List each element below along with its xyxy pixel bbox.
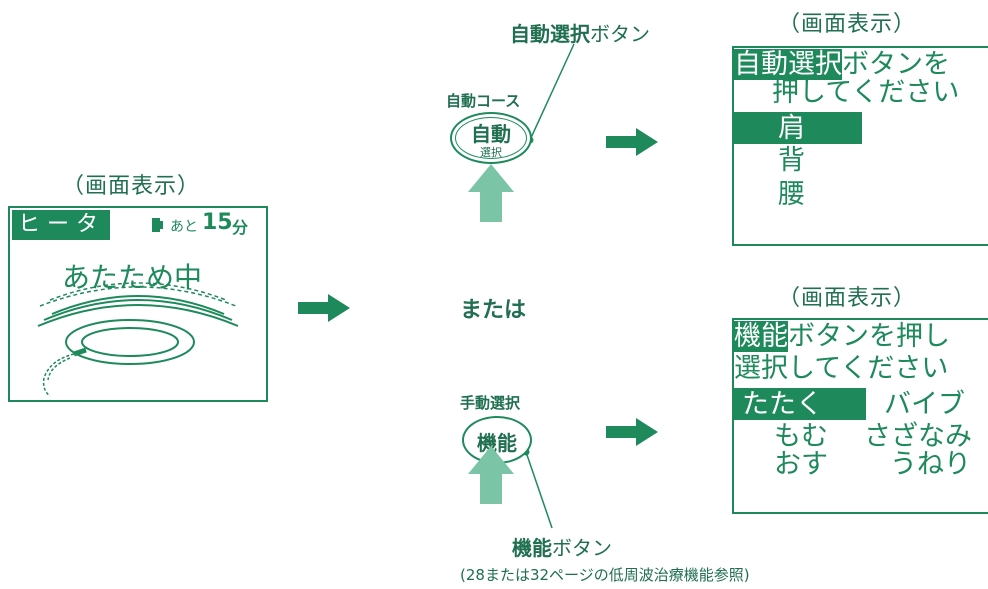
- auto-select-button-rim: [455, 117, 527, 159]
- manual-item-sazanami: さざなみ: [864, 421, 972, 452]
- heater-mode-label: ヒ ー タ: [12, 210, 110, 240]
- auto-lcd-screen: 自動選択ボタンを 押してください 肩 背 腰: [732, 46, 988, 246]
- arrow-right-1-head: [328, 294, 350, 322]
- arrow-right-auto: [606, 136, 636, 148]
- manual-lcd-screen: 機能ボタンを押し 選択してください たたく バイブ もむ さざなみ おす うねり: [732, 318, 988, 514]
- manual-select-title: 手動選択: [460, 394, 521, 412]
- manual-item-uneri: うねり: [890, 449, 971, 480]
- manual-item-tataku: たたく: [742, 389, 823, 420]
- manual-item-vibe: バイブ: [884, 389, 965, 420]
- auto-annotation-rest: ボタン: [590, 22, 650, 46]
- function-annotation-rest: ボタン: [552, 536, 612, 560]
- manual-screen-line1-rest: ボタンを押し: [788, 321, 950, 352]
- auto-item-waist: 腰: [778, 179, 805, 210]
- manual-item-tataku-bar: [734, 388, 866, 420]
- manual-screen-line1: 機能ボタンを押し: [734, 321, 950, 352]
- function-button-annotation: 機能ボタン: [512, 532, 612, 561]
- function-annotation-bold: 機能: [512, 536, 552, 560]
- auto-screen-line2: 押してください: [772, 77, 960, 108]
- manual-item-osu: おす: [774, 449, 828, 480]
- auto-course-label: 自動コース: [446, 92, 521, 110]
- auto-screen-line1: 自動選択ボタンを: [734, 49, 950, 80]
- press-arrow-manual-stem: [480, 474, 502, 504]
- arrow-right-1: [298, 302, 328, 314]
- manual-screen-highlight: 機能: [734, 321, 788, 352]
- auto-screen-highlight: 自動選択: [734, 49, 842, 80]
- reference-note: (28または32ページの低周波治療機能参照): [460, 566, 750, 584]
- press-arrow-auto: [468, 164, 514, 192]
- left-lcd-screen: ヒ ー タ あと 15 分 あたため中: [8, 206, 268, 402]
- time-value: 15: [202, 210, 233, 235]
- time-prefix: あと: [170, 219, 198, 235]
- auto-annotation-bold: 自動選択: [510, 22, 590, 46]
- auto-item-shoulder-bar: [734, 112, 862, 144]
- auto-select-annotation: 自動選択ボタン: [510, 18, 650, 47]
- battery-tip: [160, 221, 163, 229]
- manual-screen-caption: （画面表示）: [778, 286, 917, 311]
- press-arrow-manual: [468, 446, 514, 474]
- auto-select-button[interactable]: 自動 選択: [450, 112, 532, 164]
- heating-pad-illustration: [37, 282, 239, 397]
- or-label: または: [460, 298, 527, 323]
- arrow-right-manual-head: [636, 418, 658, 446]
- left-screen-caption: （画面表示）: [62, 174, 201, 199]
- auto-select-button-main: 自動: [471, 122, 511, 146]
- arrow-right-auto-head: [636, 128, 658, 156]
- manual-item-momu: もむ: [774, 421, 828, 452]
- auto-select-button-sub: 選択: [480, 146, 502, 159]
- battery-icon: [152, 218, 160, 232]
- auto-screen-line1-rest: ボタンを: [842, 49, 950, 80]
- manual-screen-line2: 選択してください: [734, 353, 949, 384]
- auto-screen-caption: （画面表示）: [778, 12, 917, 37]
- time-unit: 分: [232, 218, 249, 237]
- arrow-right-manual: [606, 426, 636, 438]
- auto-item-shoulder: 肩: [778, 113, 805, 144]
- auto-item-back: 背: [778, 145, 805, 176]
- press-arrow-auto-stem: [480, 192, 502, 222]
